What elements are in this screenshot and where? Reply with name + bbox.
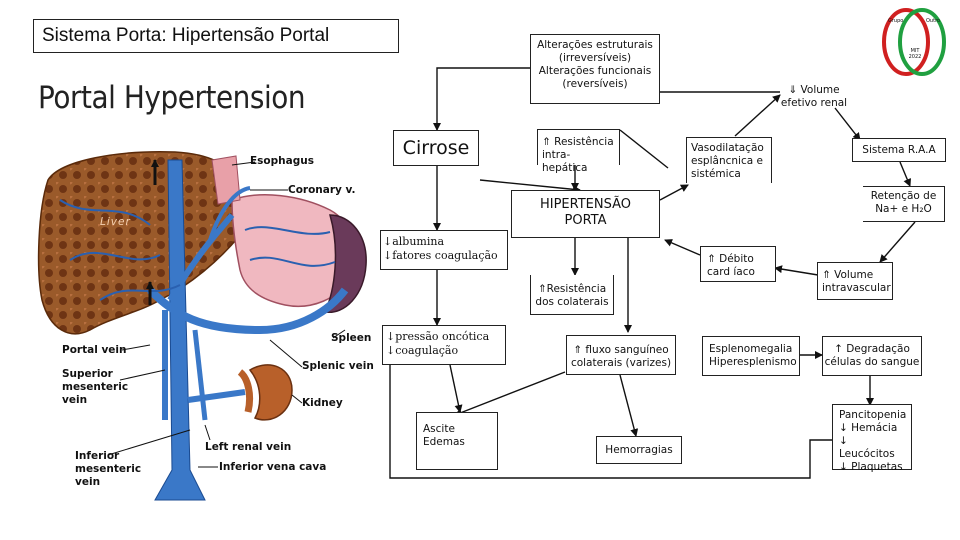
- label-superior-mesenteric-vein: Superior mesenteric vein: [62, 368, 129, 406]
- label-inferior-mesenteric-vein: Inferior mesenteric vein: [75, 450, 142, 488]
- label-portal-vein: Portal vein: [62, 344, 127, 356]
- label-left-renal-vein: Left renal vein: [205, 441, 292, 453]
- node-esplenomegalia: Esplenomegalia Hiperesplenismo: [702, 336, 800, 376]
- debito-line2: card íaco: [707, 266, 755, 278]
- debito-line1: ⇑ Débito: [707, 253, 754, 265]
- logo-text-left: Grupo: [888, 18, 904, 24]
- left-renal-vein: [187, 389, 246, 403]
- node-hemorragias: Hemorragias: [596, 436, 682, 464]
- node-hipertensao-porta: HIPERTENSÃO PORTA: [511, 190, 660, 238]
- illustration-heading: Portal Hypertension: [38, 80, 306, 116]
- pressao-line1: ↓pressão oncótica: [386, 330, 490, 343]
- ascite-line2: Edemas: [423, 436, 465, 448]
- node-debito: ⇑ Débito card íaco: [700, 246, 776, 282]
- pancitopenia-line2: ↓ Hemácia: [839, 422, 898, 434]
- node-pancitopenia: Pancitopenia ↓ Hemácia ↓ Leucócitos ↓ Pl…: [832, 404, 912, 473]
- node-pressao-oncotica: ↓pressão oncótica ↓coagulação: [382, 325, 506, 365]
- resistencia-intra-line1: ⇑ Resistência: [542, 136, 614, 148]
- resistencia-colaterais-line2: dos colaterais: [535, 296, 609, 308]
- node-albumina: ↓albumina ↓fatores coagulação: [380, 230, 508, 270]
- label-inferior-vena-cava: Inferior vena cava: [219, 461, 327, 473]
- esplenomegalia-line1: Esplenomegalia: [709, 343, 793, 355]
- albumina-line2: ↓fatores coagulação: [383, 249, 498, 262]
- alteracoes-line2: (irreversíveis): [558, 52, 632, 64]
- node-volume-efetivo: ⇓ Volume efetivo renal: [778, 84, 850, 110]
- anatomy-drawing: [37, 150, 367, 501]
- degradacao-line1: ↑ Degradação: [834, 343, 910, 355]
- logo-text-right: Outro: [926, 18, 941, 24]
- portal-vein: [147, 287, 349, 335]
- node-vasodilatacao: Vasodilatação esplâncnica e sistémica: [686, 137, 772, 183]
- pancitopenia-line1: Pancitopenia: [839, 409, 907, 421]
- alteracoes-line3: Alterações funcionais: [538, 65, 652, 77]
- esplenomegalia-line2: Hiperesplenismo: [709, 356, 797, 368]
- hipertensao-line1: HIPERTENSÃO: [539, 197, 632, 212]
- node-retencao: Retenção de Na+ e H₂O: [863, 186, 945, 222]
- albumina-line1: ↓albumina: [383, 235, 445, 248]
- esophagus-shape: [211, 155, 241, 205]
- logo-text-bottom: MIT 2022: [908, 48, 922, 60]
- group-logo: [882, 8, 946, 76]
- node-volume-intravascular: ⇑ Volume intravascular: [817, 262, 893, 300]
- label-coronary-vein: Coronary v.: [288, 184, 356, 196]
- resistencia-intra-line2: intra-hepática: [542, 149, 588, 174]
- node-cirrose: Cirrose: [393, 130, 479, 166]
- portal-hypertension-illustration: Portal Hypertension: [30, 70, 385, 510]
- node-resistencia-intra: ⇑ Resistência intra-hepática: [537, 129, 620, 174]
- pressao-line2: ↓coagulação: [386, 344, 459, 357]
- alteracoes-line4: (reversíveis): [562, 78, 628, 90]
- inferior-mesenteric-vein: [192, 329, 208, 421]
- hipertensao-line2: PORTA: [564, 213, 607, 228]
- label-spleen: Spleen: [331, 332, 372, 344]
- alteracoes-line1: Alterações estruturais: [537, 39, 653, 51]
- node-resistencia-colaterais: ⇑Resistência dos colaterais: [530, 275, 614, 315]
- label-splenic-vein: Splenic vein: [302, 360, 374, 372]
- label-liver: Liver: [100, 216, 131, 228]
- retencao-line1: Retenção de: [870, 190, 937, 202]
- volume-efetivo-line2: efetivo renal: [780, 97, 848, 109]
- inferior-vena-cava: [154, 159, 206, 501]
- node-degradacao: ↑ Degradação células do sangue: [822, 336, 922, 376]
- node-alteracoes: Alterações estruturais (irreversíveis) A…: [530, 34, 660, 104]
- fluxo-line2: colaterais (varizes): [570, 357, 672, 369]
- volume-efetivo-line1: ⇓ Volume: [788, 84, 840, 96]
- ascite-line1: Ascite: [423, 423, 455, 435]
- kidney-shape: [248, 364, 293, 421]
- coronary-vein: [208, 186, 251, 241]
- vasodilatacao-line3: sistémica: [691, 168, 741, 180]
- page-title: Sistema Porta: Hipertensão Portal: [33, 19, 399, 53]
- degradacao-line2: células do sangue: [824, 356, 920, 368]
- label-esophagus: Esophagus: [250, 155, 314, 167]
- vasodilatacao-line1: Vasodilatação: [691, 142, 764, 154]
- resistencia-colaterais-line1: ⇑Resistência: [537, 283, 607, 295]
- pancitopenia-line4: ↓ Plaquetas: [839, 461, 903, 473]
- volume-intravascular-line1: ⇑ Volume: [822, 269, 874, 281]
- node-sistema-raa: Sistema R.A.A: [852, 138, 946, 162]
- label-kidney: Kidney: [302, 397, 343, 409]
- node-fluxo-colaterais: ⇑ fluxo sanguíneo colaterais (varizes): [566, 335, 676, 375]
- flow-connectors: [389, 67, 916, 479]
- volume-intravascular-line2: intravascular: [822, 282, 891, 294]
- fluxo-line1: ⇑ fluxo sanguíneo: [573, 344, 669, 356]
- vasodilatacao-line2: esplâncnica e: [691, 155, 763, 167]
- spleen-shape: [323, 214, 367, 313]
- retencao-line2: Na+ e H₂O: [875, 203, 932, 215]
- node-ascite-edemas: Ascite Edemas: [416, 412, 498, 470]
- pancitopenia-line3: ↓ Leucócitos: [839, 435, 895, 460]
